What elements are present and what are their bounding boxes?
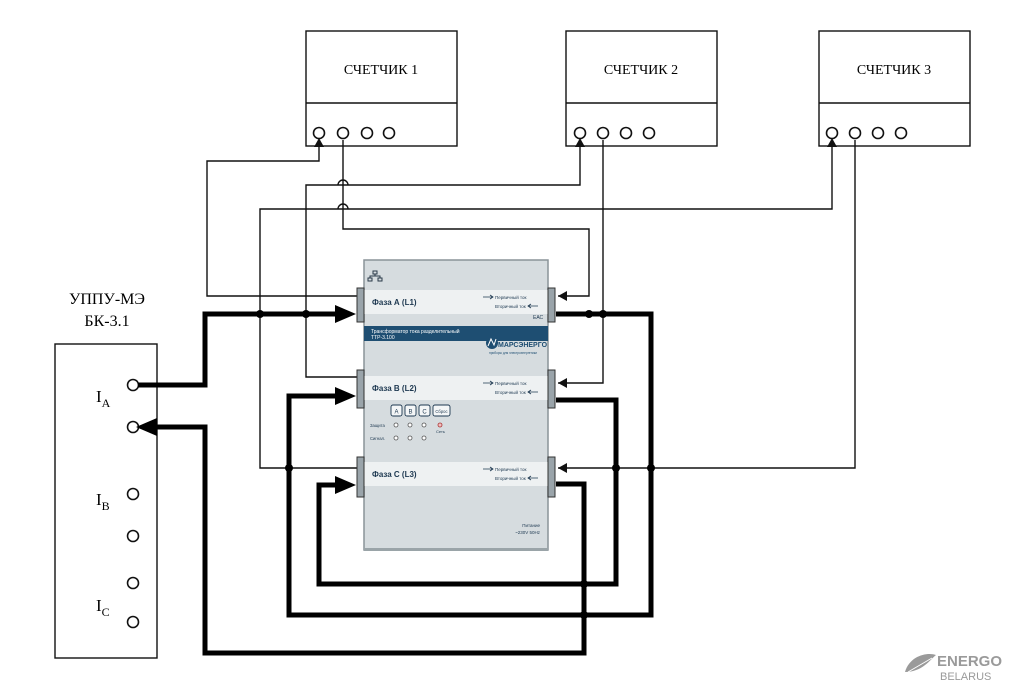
device-button-a: А [390, 404, 403, 417]
leaf-icon [905, 653, 936, 673]
meter-2-terminal-4 [642, 126, 656, 140]
meter-1-terminal-3 [360, 126, 374, 140]
phase-b-primary: Первичный ток [495, 380, 526, 386]
ttr-device: Фаза А (L1) Первичный ток Вторичный ток … [363, 259, 549, 551]
watermark-line1: ENERGO [937, 653, 1002, 670]
network-label: Сеть [436, 429, 445, 434]
uppu-terminal-b1 [126, 487, 140, 501]
uppu-terminal-b2 [126, 529, 140, 543]
device-name-line2: ТТР-3.100 [371, 335, 395, 341]
uppu-terminal-b-label: IB [96, 490, 110, 513]
device-button-reset: Сброс [432, 404, 451, 417]
meter-2: СЧЕТЧИК 2 [565, 30, 718, 147]
phase-b-secondary: Вторичный ток [495, 389, 526, 395]
watermark-line2: BELARUS [940, 671, 991, 683]
meter-1-terminal-4 [382, 126, 396, 140]
brand-logo: МАРСЭНЕРГО приборы для электроэнергетики [486, 337, 548, 355]
row-signal-label: Сигнал. [370, 436, 385, 441]
meter-3-label: СЧЕТЧИК 3 [857, 63, 931, 78]
meter-3-terminal-3 [871, 126, 885, 140]
uppu-terminal-a-label: IA [96, 387, 111, 410]
junction-dots [256, 310, 655, 619]
phase-a-label: Фаза А (L1) [372, 298, 417, 307]
phase-c-label: Фаза С (L3) [372, 470, 417, 479]
primary-wiring [138, 311, 654, 656]
meter-2-label: СЧЕТЧИК 2 [604, 63, 678, 78]
meter-1-label: СЧЕТЧИК 1 [344, 63, 418, 78]
meter-2-terminal-2 [596, 126, 610, 140]
uppu-terminal-c2 [126, 615, 140, 629]
meter-3: СЧЕТЧИК 3 [818, 30, 971, 147]
watermark: ENERGO BELARUS [905, 653, 1002, 683]
phase-a-secondary: Вторичный ток [495, 303, 526, 309]
eac-mark: ЕАС [533, 315, 544, 321]
secondary-arrows [314, 138, 837, 473]
power-line2: ~230V 50Hz [515, 530, 541, 535]
uppu-terminal-a1 [126, 378, 140, 392]
device-network-icon [367, 270, 383, 282]
uppu-box: УППУ-МЭ БК-3.1 IA IB IC [54, 291, 158, 659]
meter-3-terminal-2 [848, 126, 862, 140]
meter-2-terminal-3 [619, 126, 633, 140]
uppu-terminal-c1 [126, 576, 140, 590]
uppu-terminal-c-label: IC [96, 596, 110, 619]
meter-3-terminal-4 [894, 126, 908, 140]
primary-arrows [136, 305, 356, 494]
row-protection-label: Защита [370, 423, 386, 428]
uppu-title-line2: БК-3.1 [84, 313, 129, 330]
uppu-title-line1: УППУ-МЭ [69, 291, 145, 308]
brand-tagline: приборы для электроэнергетики [489, 351, 537, 355]
svg-text:А: А [394, 410, 398, 416]
device-button-b: В [404, 404, 417, 417]
phase-b-label: Фаза В (L2) [372, 384, 417, 393]
svg-text:В: В [408, 410, 412, 416]
meter-1: СЧЕТЧИК 1 [305, 30, 458, 147]
phase-c-secondary: Вторичный ток [495, 475, 526, 481]
svg-text:С: С [422, 410, 427, 416]
device-name-line1: Трансформатор тока разделительный [371, 328, 460, 335]
power-line1: Питание [522, 523, 540, 528]
phase-c-primary: Первичный ток [495, 466, 526, 472]
device-clamps [356, 287, 556, 498]
phase-a-primary: Первичный ток [495, 294, 526, 300]
meter-1-terminal-2 [336, 126, 350, 140]
meter-3-terminal-1 [825, 126, 839, 140]
meter-1-terminal-1 [312, 126, 326, 140]
device-button-c: С [418, 404, 431, 417]
meter-2-terminal-1 [573, 126, 587, 140]
brand-name: МАРСЭНЕРГО [498, 342, 548, 349]
svg-text:Сброс: Сброс [435, 409, 447, 414]
led-indicators [393, 422, 443, 441]
